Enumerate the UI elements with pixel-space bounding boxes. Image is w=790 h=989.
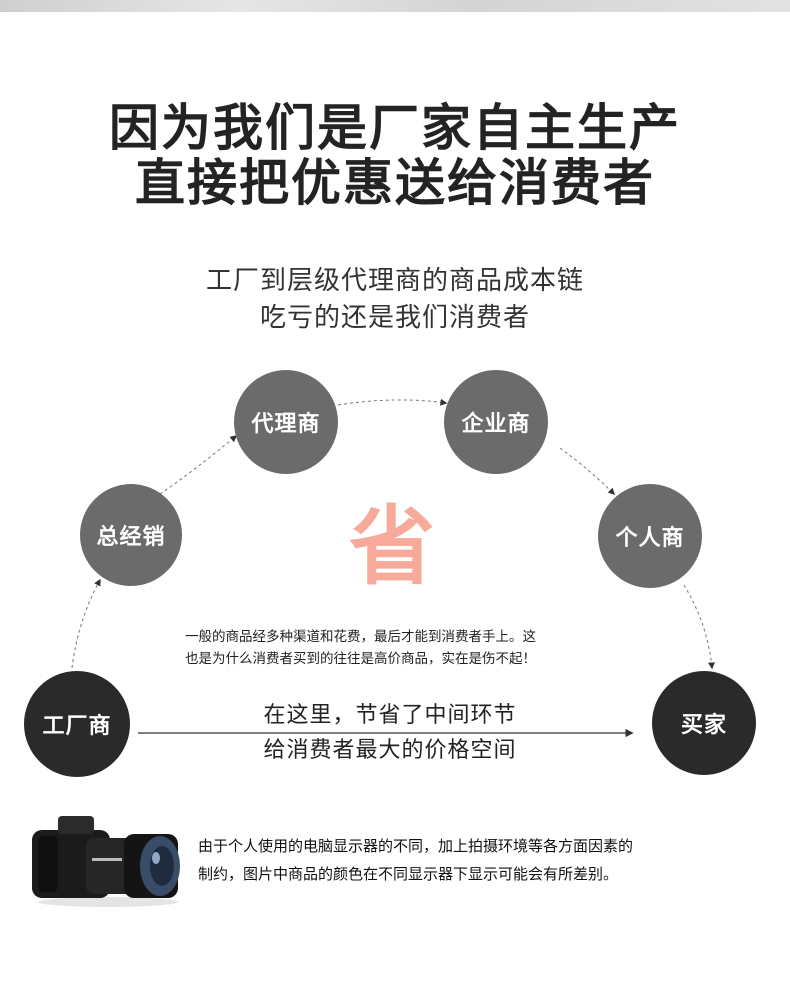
node-agent: 代理商 bbox=[234, 370, 338, 474]
direct-path-line-2: 给消费者最大的价格空间 bbox=[210, 737, 570, 765]
arrow-factory-to-distributor bbox=[72, 580, 100, 668]
direct-path-line-1: 在这里，节省了中间环节 bbox=[210, 702, 570, 730]
disclaimer-line-2: 制约，图片中商品的颜色在不同显示器下显示可能会有所差别。 bbox=[198, 860, 768, 888]
node-factory: 工厂商 bbox=[24, 671, 130, 777]
node-buyer: 买家 bbox=[652, 671, 756, 775]
node-general-distributor: 总经销 bbox=[80, 484, 182, 586]
arrow-distributor-to-agent bbox=[160, 436, 236, 494]
node-enterprise: 企业商 bbox=[444, 370, 548, 474]
arrow-agent-to-enterprise bbox=[338, 400, 446, 405]
disclaimer-line-1: 由于个人使用的电脑显示器的不同，加上拍摄环境等各方面因素的 bbox=[198, 832, 768, 860]
explanation-line-2: 也是为什么消费者买到的往往是高价商品，实在是伤不起！ bbox=[185, 648, 615, 670]
save-character: 省 bbox=[342, 502, 442, 592]
explanation-line-1: 一般的商品经多种渠道和花费，最后才能到消费者手上。这 bbox=[185, 626, 615, 648]
arrow-enterprise-to-individual bbox=[560, 448, 614, 494]
camera-icon bbox=[28, 808, 188, 908]
arrow-individual-to-buyer bbox=[684, 585, 712, 668]
node-individual: 个人商 bbox=[598, 484, 702, 588]
